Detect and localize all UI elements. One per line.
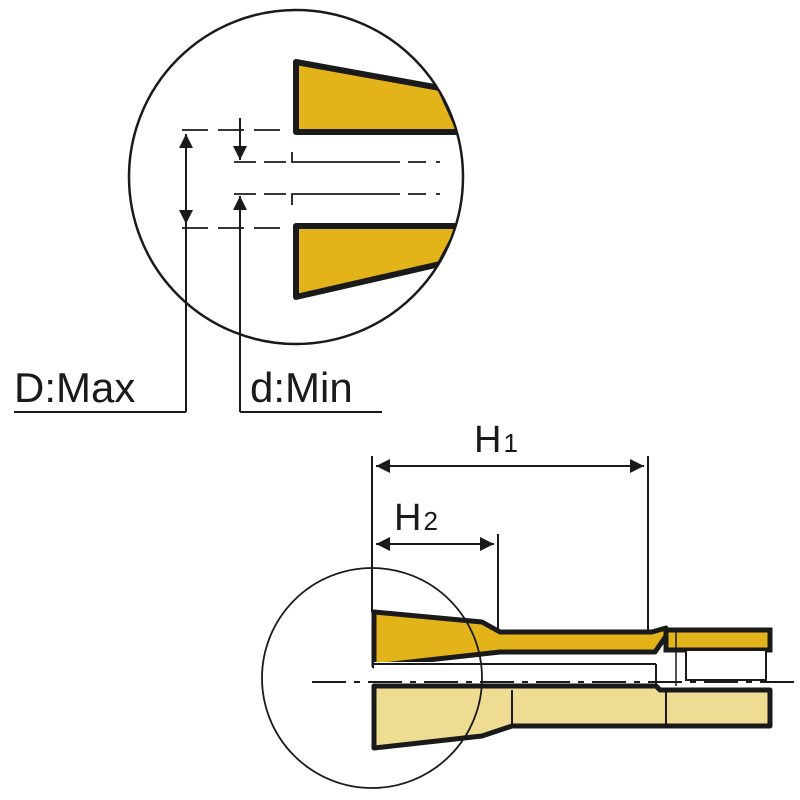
length-dimensions <box>371 456 649 630</box>
upper-jaw <box>293 59 463 135</box>
h1-label: H1 <box>474 419 518 461</box>
d-min-label: d:Min <box>250 364 353 411</box>
collet-side-view <box>261 567 796 789</box>
zoom-circle <box>127 8 465 346</box>
zoom-detail <box>14 8 465 413</box>
collet-upper-half <box>371 609 669 669</box>
lower-jaw <box>293 223 463 300</box>
collet-lower-half <box>371 683 773 751</box>
h2-label: H2 <box>394 497 438 539</box>
d-max-label: D:Max <box>14 364 135 411</box>
